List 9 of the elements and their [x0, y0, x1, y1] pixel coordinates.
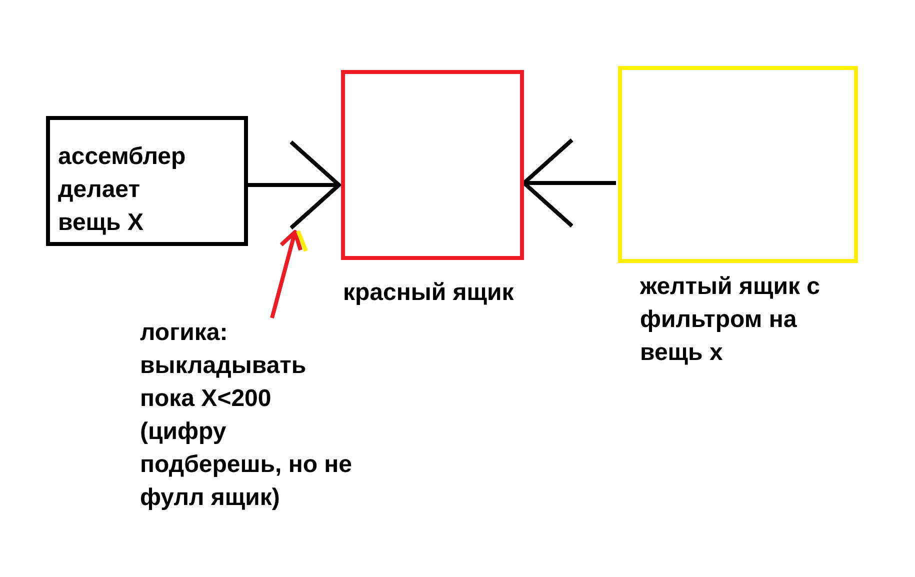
arrow: [522, 138, 616, 228]
arrow: [248, 140, 341, 230]
box-caption: красный ящик: [343, 278, 515, 308]
pointer-arrow: [270, 230, 303, 319]
process-box: [46, 116, 248, 246]
box-caption: желтый ящик с фильтром на вещь х: [640, 272, 821, 368]
stroke-mark: [297, 230, 307, 252]
note-text: логика: выкладывать пока X<200 (цифру подберешь, но не фулл ящик): [140, 316, 362, 514]
box-label: ассемблер делает вещь X: [58, 142, 187, 238]
